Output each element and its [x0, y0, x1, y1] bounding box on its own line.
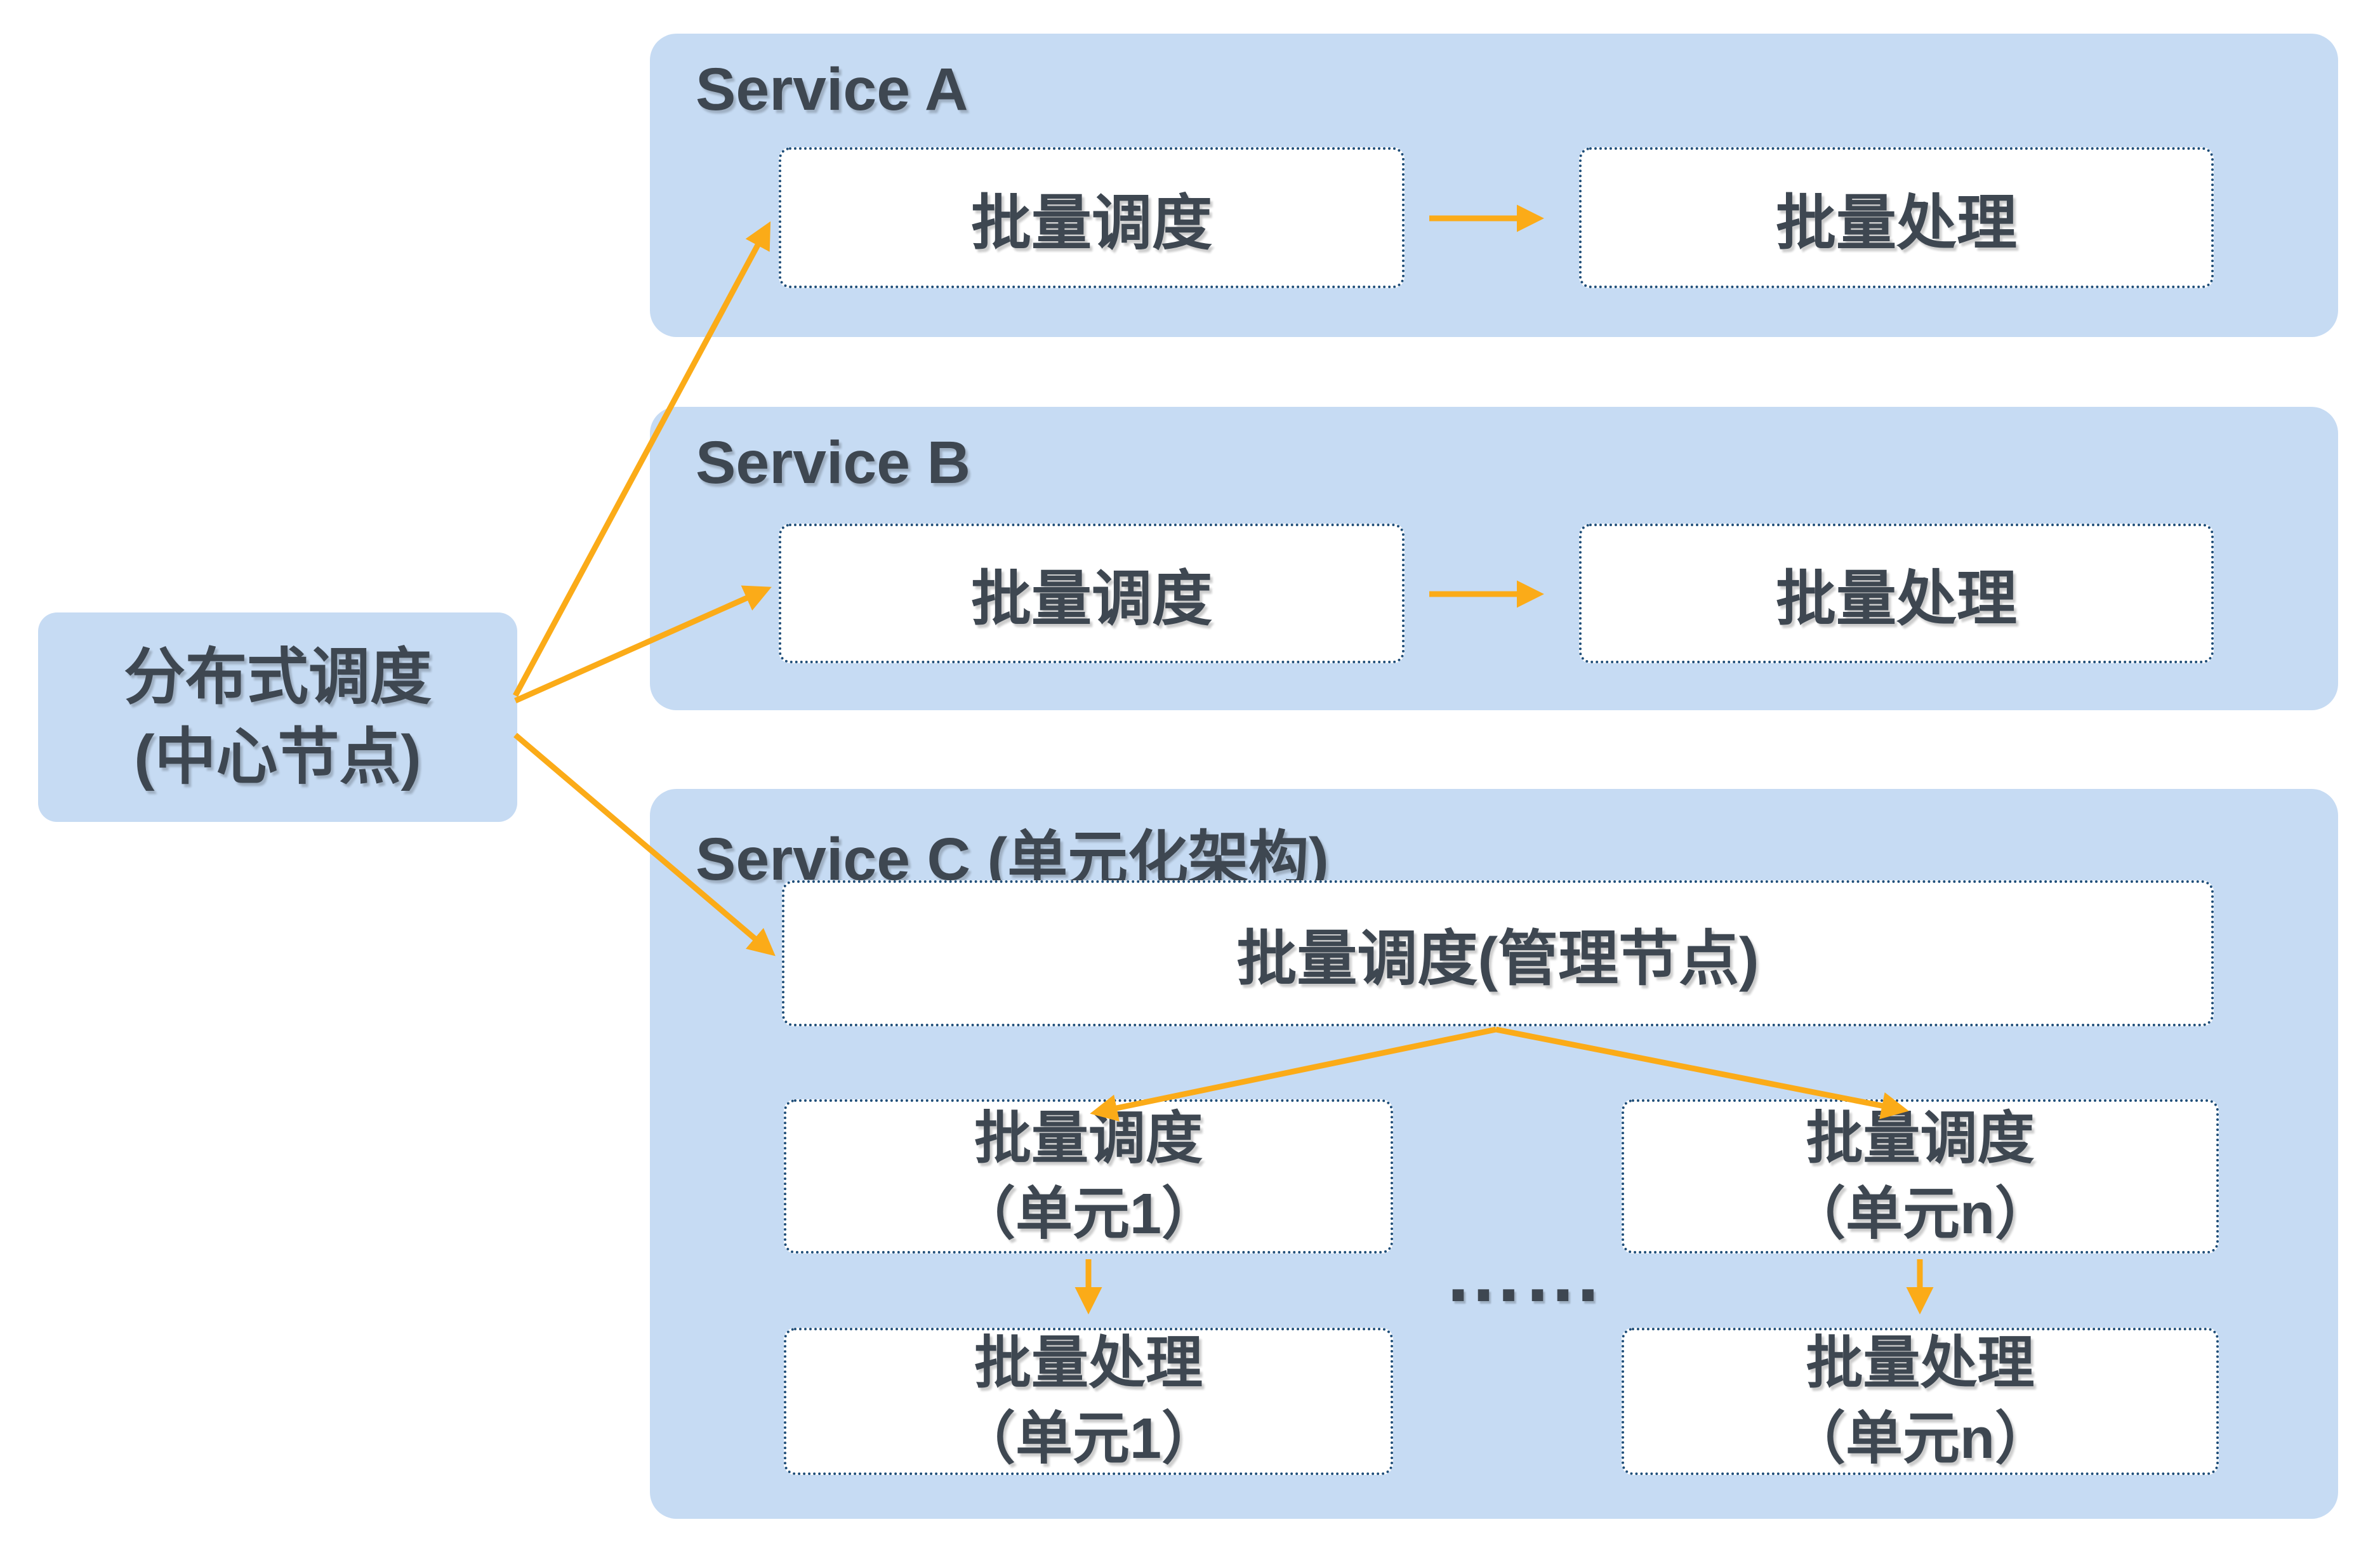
service-a-batch-processor-box: 批量处理	[1579, 147, 2214, 288]
service-a-title: Service A	[696, 56, 969, 123]
unit1-processor-line1: 批量处理	[974, 1332, 1203, 1396]
service-c-unitn-processor-box: 批量处理 （单元n）	[1622, 1328, 2219, 1475]
service-b-title: Service B	[696, 429, 971, 496]
hub-label-line1: 分布式调度	[124, 642, 432, 711]
service-a-batch-processor-label: 批量处理	[1775, 189, 2017, 257]
unit1-processor-line2: （单元1）	[958, 1407, 1219, 1471]
service-a-batch-scheduler-box: 批量调度	[779, 147, 1405, 288]
unitn-scheduler-line1: 批量调度	[1806, 1106, 2035, 1170]
central-scheduler-label: 分布式调度 (中心节点)	[124, 637, 432, 797]
central-scheduler-node: 分布式调度 (中心节点)	[38, 612, 517, 822]
service-b-batch-scheduler-label: 批量调度	[970, 565, 1212, 633]
unitn-processor-line2: （单元n）	[1788, 1407, 2052, 1471]
more-units-ellipsis: ……	[1444, 1230, 1603, 1318]
unit1-scheduler-line1: 批量调度	[974, 1106, 1203, 1170]
service-b-batch-scheduler-box: 批量调度	[779, 524, 1405, 663]
hub-label-line2: (中心节点)	[134, 722, 421, 791]
unit1-scheduler-line2: （单元1）	[958, 1182, 1219, 1246]
service-c-management-scheduler-box: 批量调度(管理节点)	[782, 880, 2214, 1026]
service-c-management-scheduler-label: 批量调度(管理节点)	[1236, 925, 1759, 993]
service-c-unitn-scheduler-box: 批量调度 （单元n）	[1622, 1099, 2219, 1254]
unitn-scheduler-line2: （单元n）	[1788, 1182, 2052, 1246]
service-a-batch-scheduler-label: 批量调度	[970, 189, 1212, 257]
service-c-unit1-processor-box: 批量处理 （单元1）	[784, 1328, 1393, 1475]
service-b-batch-processor-label: 批量处理	[1775, 565, 2017, 633]
unitn-processor-line1: 批量处理	[1806, 1332, 2035, 1396]
service-b-batch-processor-box: 批量处理	[1579, 524, 2214, 663]
service-c-unit1-scheduler-box: 批量调度 （单元1）	[784, 1099, 1393, 1254]
